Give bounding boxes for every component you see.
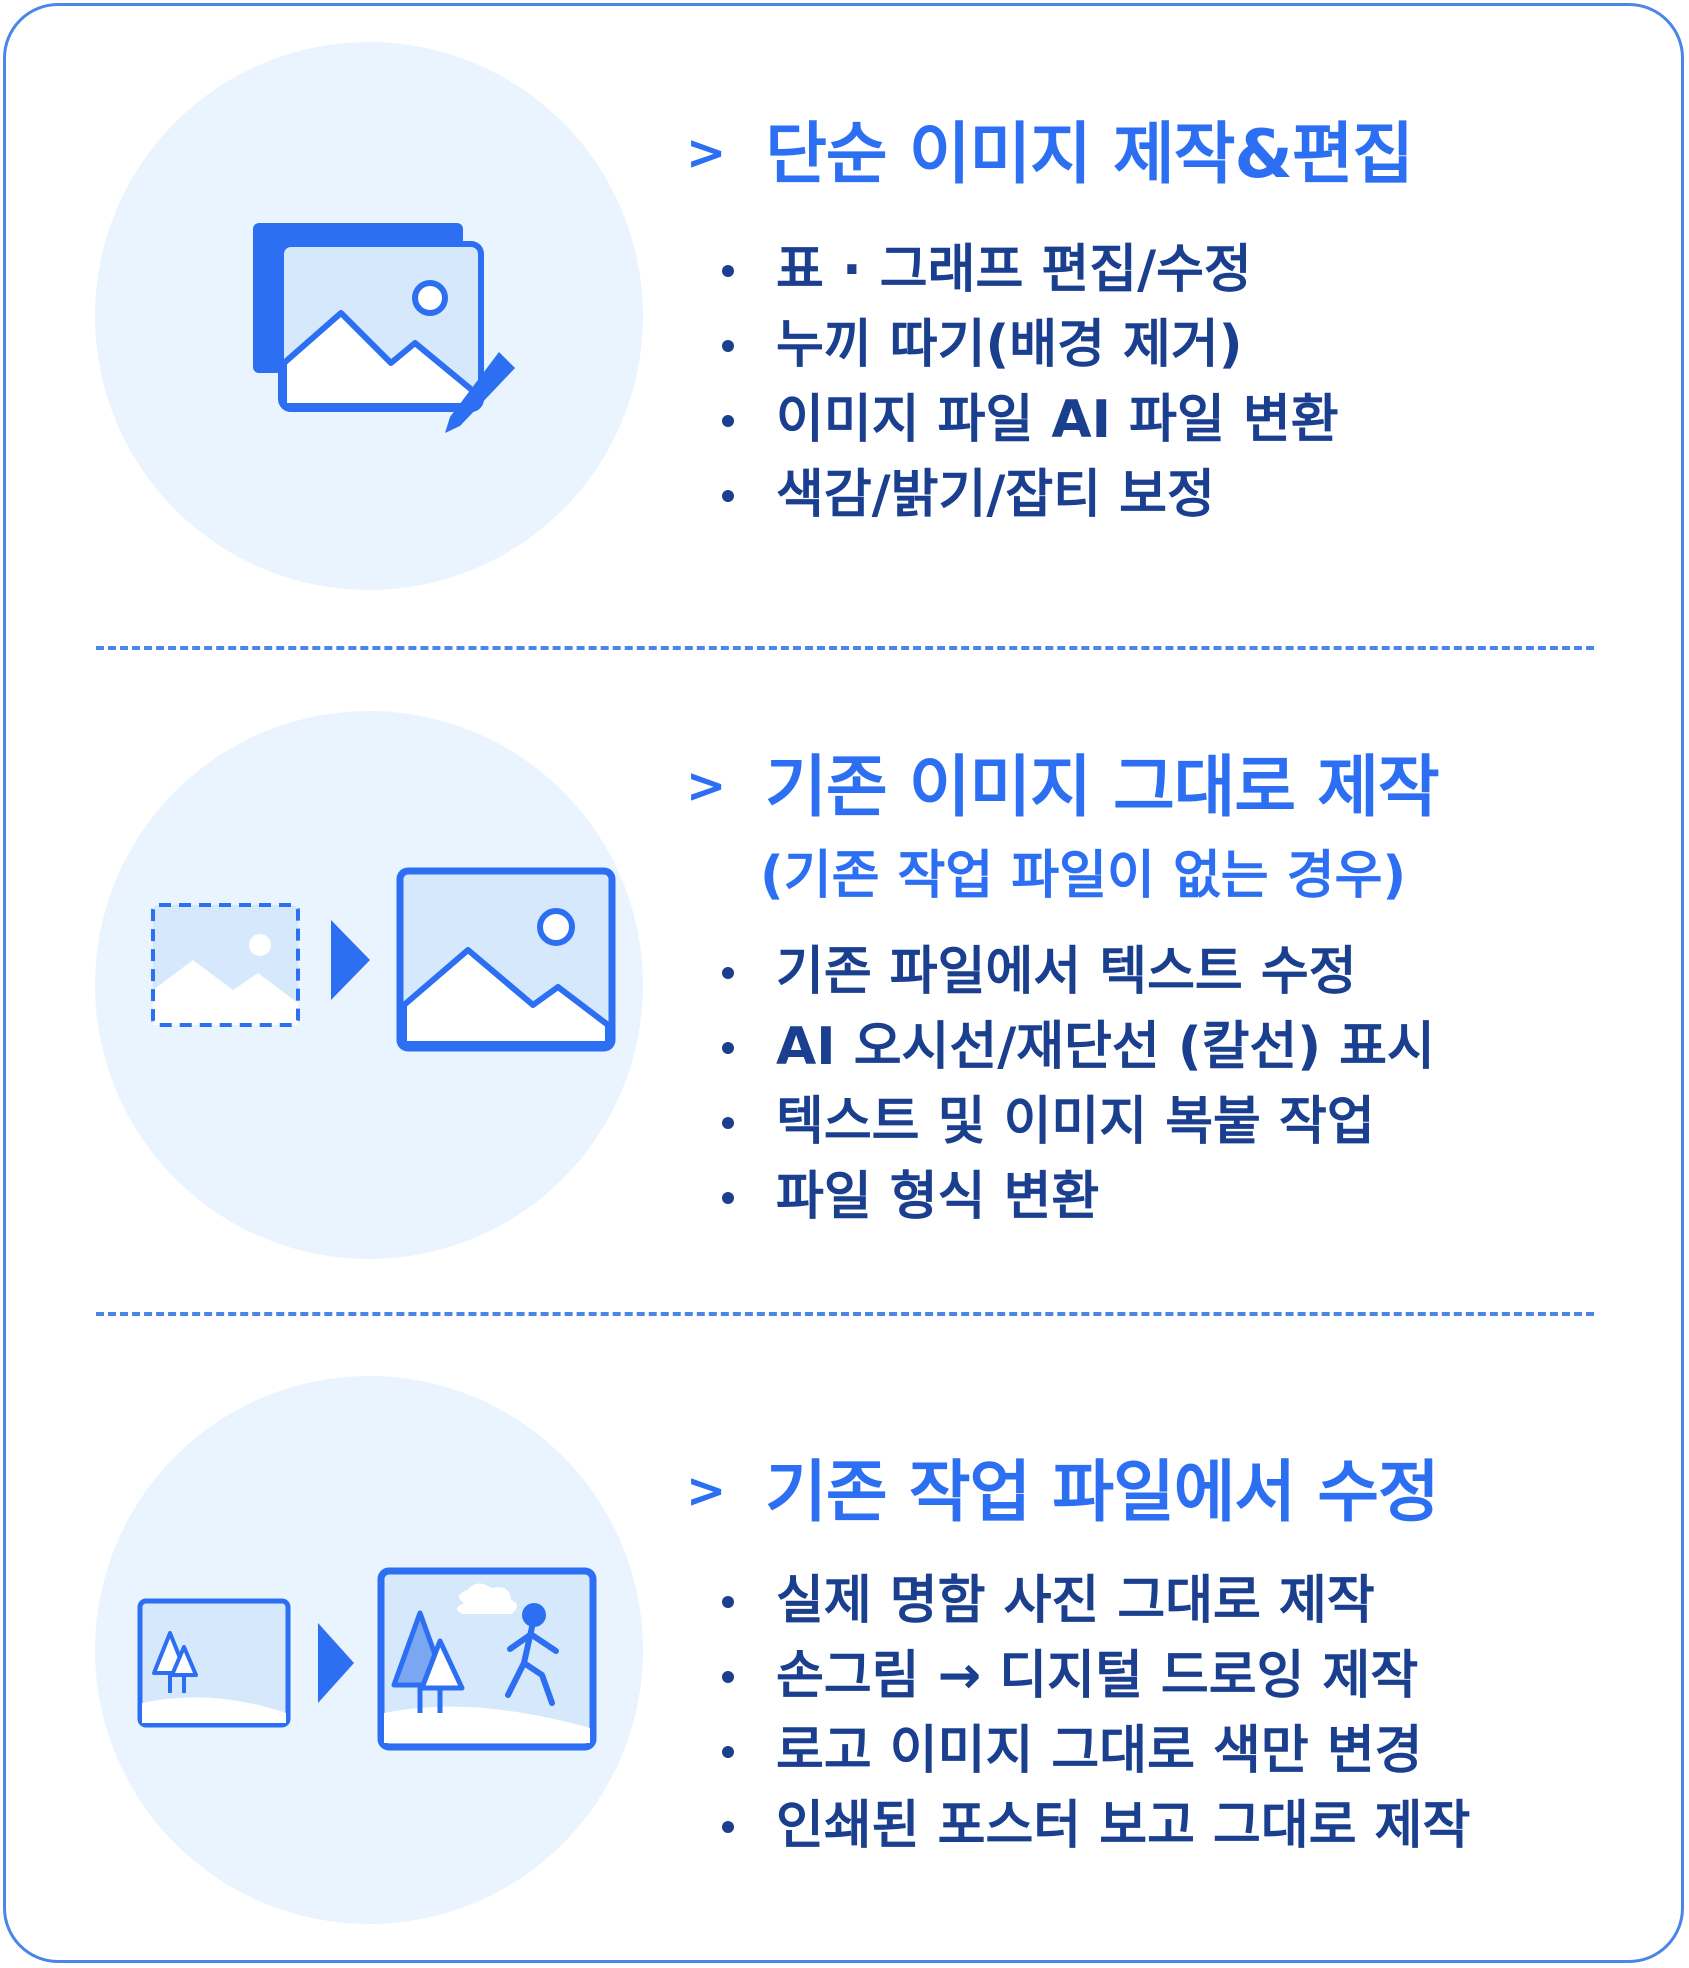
- work-file-edit-icon: [137, 1567, 597, 1751]
- bullet-icon: [722, 1596, 734, 1608]
- list-item: 누끼 따기(배경 제거): [718, 308, 1339, 383]
- bullet-icon: [722, 1821, 734, 1833]
- section-subtitle: (기존 작업 파일이 없는 경우): [760, 846, 1407, 906]
- section-title: >기존 작업 파일에서 수정: [686, 1453, 1440, 1531]
- chevron-right-icon: >: [686, 1463, 726, 1519]
- list-item: 파일 형식 변환: [718, 1160, 1435, 1235]
- feature-list: 표 · 그래프 편집/수정 누끼 따기(배경 제거) 이미지 파일 AI 파일 …: [718, 233, 1339, 533]
- list-item: 표 · 그래프 편집/수정: [718, 233, 1339, 308]
- list-item: 실제 명함 사진 그대로 제작: [718, 1564, 1470, 1639]
- bullet-icon: [722, 967, 734, 979]
- chevron-right-icon: >: [686, 758, 726, 814]
- list-item: 이미지 파일 AI 파일 변환: [718, 383, 1339, 458]
- list-item: 손그림 → 디지털 드로잉 제작: [718, 1639, 1470, 1714]
- bullet-icon: [722, 340, 734, 352]
- list-item: 로고 이미지 그대로 색만 변경: [718, 1714, 1470, 1789]
- bullet-icon: [722, 415, 734, 427]
- bullet-icon: [722, 1746, 734, 1758]
- image-recreate-icon: [151, 867, 616, 1052]
- bullet-icon: [722, 1671, 734, 1683]
- section-title: >단순 이미지 제작&편집: [686, 115, 1414, 193]
- list-item: 기존 파일에서 텍스트 수정: [718, 935, 1435, 1010]
- bullet-icon: [722, 265, 734, 277]
- list-item: 인쇄된 포스터 보고 그대로 제작: [718, 1789, 1470, 1864]
- list-item: AI 오시선/재단선 (칼선) 표시: [718, 1010, 1435, 1085]
- chevron-right-icon: >: [686, 125, 726, 181]
- section-divider: [96, 646, 1594, 650]
- image-edit-icon: [253, 223, 515, 433]
- section-title: >기존 이미지 그대로 제작: [686, 748, 1440, 826]
- feature-list: 기존 파일에서 텍스트 수정 AI 오시선/재단선 (칼선) 표시 텍스트 및 …: [718, 935, 1435, 1235]
- bullet-icon: [722, 490, 734, 502]
- feature-list: 실제 명함 사진 그대로 제작 손그림 → 디지털 드로잉 제작 로고 이미지 …: [718, 1564, 1470, 1864]
- list-item: 텍스트 및 이미지 복붙 작업: [718, 1085, 1435, 1160]
- bullet-icon: [722, 1042, 734, 1054]
- list-item: 색감/밝기/잡티 보정: [718, 458, 1339, 533]
- bullet-icon: [722, 1192, 734, 1204]
- bullet-icon: [722, 1117, 734, 1129]
- section-divider: [96, 1312, 1594, 1316]
